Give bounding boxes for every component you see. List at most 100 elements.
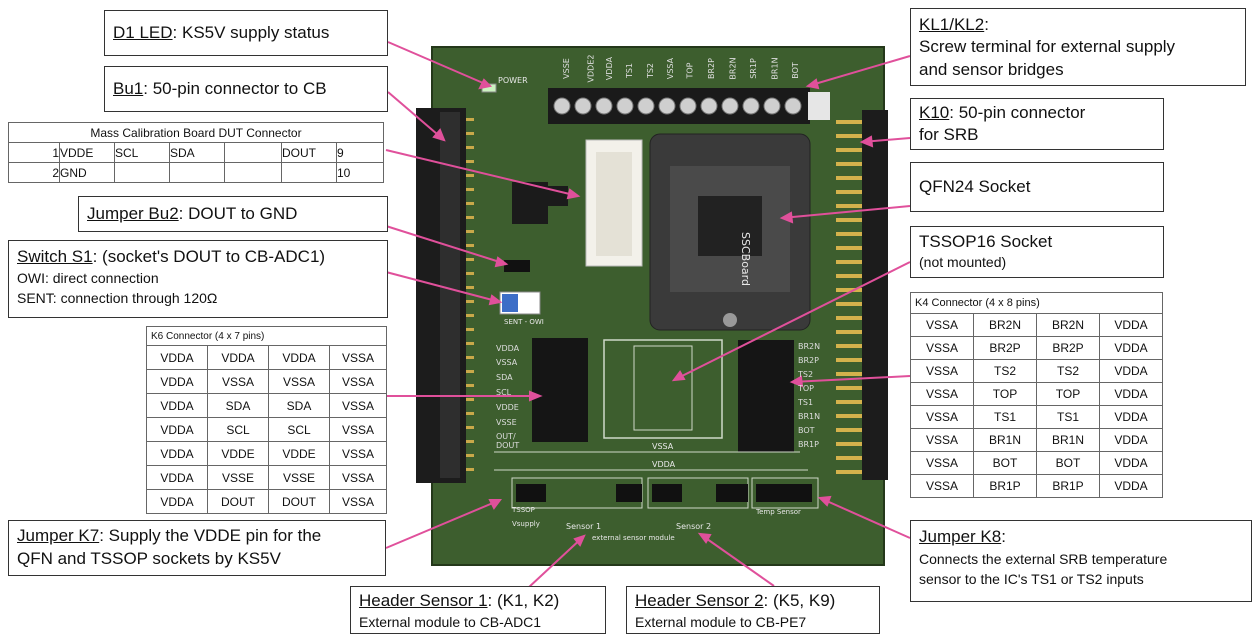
table-cell: VDDE [268,441,330,466]
callout-line: and sensor bridges [919,59,1064,79]
k4-pin-label: TS1 [798,398,814,407]
k6-pin-label: VSSE [496,418,517,427]
table-cell: VSSA [910,359,974,383]
table-cell: VSSA [329,345,387,370]
table-cell: SCL [207,417,269,442]
callout-header-sensor-1: Header Sensor 1: (K1, K2) External modul… [350,586,606,634]
ext-module-label: external sensor module [592,534,675,542]
table-cell: GND [59,162,115,183]
table-cell: VDDA [146,441,208,466]
table-cell: VDDA [1099,382,1163,406]
table-cell: BOT [1036,451,1100,475]
table-title: K6 Connector (4 x 7 pins) [146,326,387,346]
callout-title: Jumper K8 [919,527,1002,546]
table-title: Mass Calibration Board DUT Connector [8,122,384,143]
table-cell [224,142,282,163]
table-cell: VDDA [1099,451,1163,475]
k6-header [532,338,588,442]
callout-line: (not mounted) [919,254,1007,271]
terminal-label: TS2 [646,62,656,79]
table-cell: VDDA [146,345,208,370]
callout-text: : (K1, K2) [487,591,560,610]
callout-switch-s1: Switch S1: (socket's DOUT to CB-ADC1) OW… [8,240,388,318]
table-cell: VSSA [910,405,974,429]
table-cell: DOUT [281,142,337,163]
tssop-label: TSSOP [512,506,535,514]
table-cell: BR2N [973,313,1037,337]
callout-title: Header Sensor 1 [359,591,488,610]
k10-connector [862,110,888,480]
table-cell [169,162,225,183]
table-cell: VSSE [268,465,330,490]
table-cell [114,162,170,183]
table-cell: SCL [268,417,330,442]
k4-pin-label: BR1N [798,412,821,421]
callout-title: KL1/KL2 [919,15,985,34]
table-cell: VSSA [910,382,974,406]
callout-text: QFN24 Socket [919,177,1031,196]
table-cell [281,162,337,183]
callout-line: Screw terminal for external supply [919,37,1176,57]
table-cell: VSSA [207,369,269,394]
k4-pin-label: TOP [798,384,815,393]
callout-title: K10 [919,103,950,122]
vssa-label: VSSA [652,442,674,451]
callout-line: sensor to the IC's TS1 or TS2 inputs [919,571,1144,588]
table-cell: VSSA [329,489,387,514]
callout-title: D1 LED [113,23,173,42]
callout-text: : Supply the VDDE pin for the [99,526,322,545]
table-cell: BR1N [973,428,1037,452]
k10-pins [836,120,862,474]
table-cell: TS2 [973,359,1037,383]
ssc-board-label: SSCBoard [739,232,752,286]
k4-header [738,340,794,452]
sent-owi-label: SENT - OWI [504,318,544,326]
callout-jumper-bu2: Jumper Bu2: DOUT to GND [78,196,388,232]
terminal-label: BOT [790,62,800,79]
terminal-label: SR1P [748,58,758,79]
callout-line: OWI: direct connection [17,270,159,287]
table-cell: VDDA [146,393,208,418]
table-cell: DOUT [268,489,330,514]
table-cell: VDDA [1099,474,1163,498]
callout-text: : (K5, K9) [763,591,836,610]
table-cell: BR1N [1036,428,1100,452]
vsupply-label: Vsupply [512,520,540,528]
table-cell: VDDE [207,441,269,466]
table-cell: TOP [973,382,1037,406]
table-cell: BOT [973,451,1037,475]
terminal-label: VSSE [561,58,571,79]
tssop16-outline [603,339,723,439]
terminal-label: TOP [685,62,695,79]
bu1-pins [466,118,474,471]
callout-k10: K10: 50-pin connector for SRB [910,98,1164,150]
table-cell: VSSA [268,369,330,394]
table-cell: DOUT [207,489,269,514]
table-cell: VDDA [207,345,269,370]
jumper-k8 [751,477,819,509]
terminal-label: BR2N [728,57,738,80]
terminal-label: BR1N [770,57,780,80]
table-cell: VSSA [329,441,387,466]
table-cell: VDDA [1099,313,1163,337]
jumper-bu2 [504,260,530,272]
table-cell: 9 [336,142,384,163]
sensor2-label: Sensor 2 [676,522,712,531]
terminal-label: VSSA [666,57,676,80]
table-cell: VDDA [1099,428,1163,452]
table-cell: 2 [8,162,60,183]
callout-title: Switch S1 [17,247,93,266]
callout-text: : [1001,527,1006,546]
ic-chip [512,182,548,224]
callout-qfn24: QFN24 Socket [910,162,1164,212]
callout-line: QFN and TSSOP sockets by KS5V [17,549,281,569]
callout-text: : 50-pin connector [949,103,1086,122]
table-cell: VSSA [910,428,974,452]
table-cell: TS2 [1036,359,1100,383]
table-cell: BR2P [973,336,1037,360]
table-cell: VSSE [207,465,269,490]
callout-arrows [385,41,911,589]
